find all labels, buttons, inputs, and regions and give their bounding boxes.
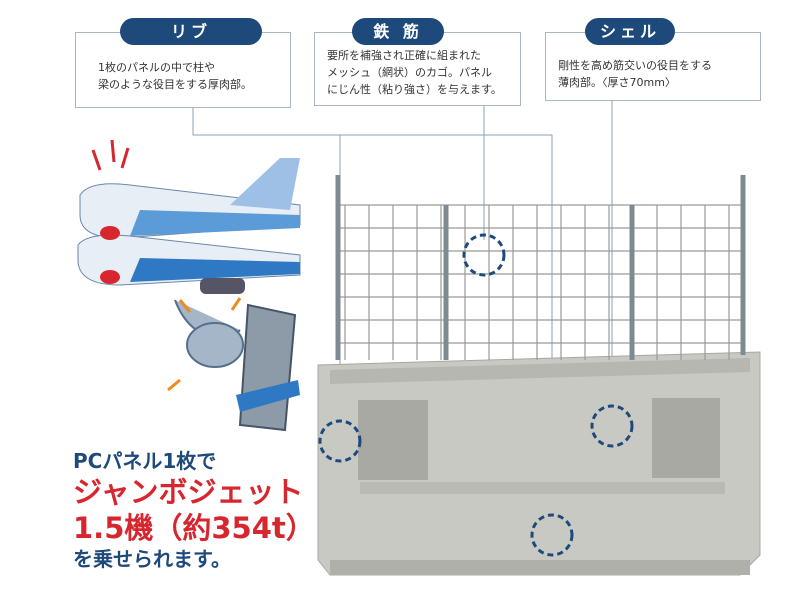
headline-line2: ジャンボジェット (73, 475, 304, 509)
label-rib: リブ (120, 18, 262, 45)
callout-shell-text: 剛性を高め筋交いの役目をする 薄肉部。〈厚さ70mm〉 (558, 59, 712, 89)
jumbo-jet-icon (77, 139, 301, 294)
highlight-circles (318, 233, 634, 557)
headline: PCパネル1枚で ジャンボジェット 1.5機（約354t） を乗せられます。 (73, 448, 315, 572)
callout-rib: 1枚のパネルの中で柱や 梁のような役目をする厚肉部。 (75, 32, 291, 108)
callout-rebar-text: 要所を補強され正確に組まれた メッシュ（網状）のカゴ。パネル にじん性（粘り強さ… (327, 49, 502, 96)
callout-rib-text: 1枚のパネルの中で柱や 梁のような役目をする厚肉部。 (98, 61, 252, 91)
rebar-mesh (340, 204, 742, 360)
headline-line1: PCパネル1枚で (73, 449, 217, 473)
label-rebar: 鉄 筋 (352, 18, 444, 45)
rebar-posts (335, 175, 746, 360)
label-shell: シェル (585, 18, 675, 45)
mascot-panel-character (167, 297, 300, 432)
concrete-panel (317, 351, 761, 576)
headline-line3: 1.5機（約354t） (73, 511, 315, 545)
headline-line4: を乗せられます。 (73, 547, 231, 571)
